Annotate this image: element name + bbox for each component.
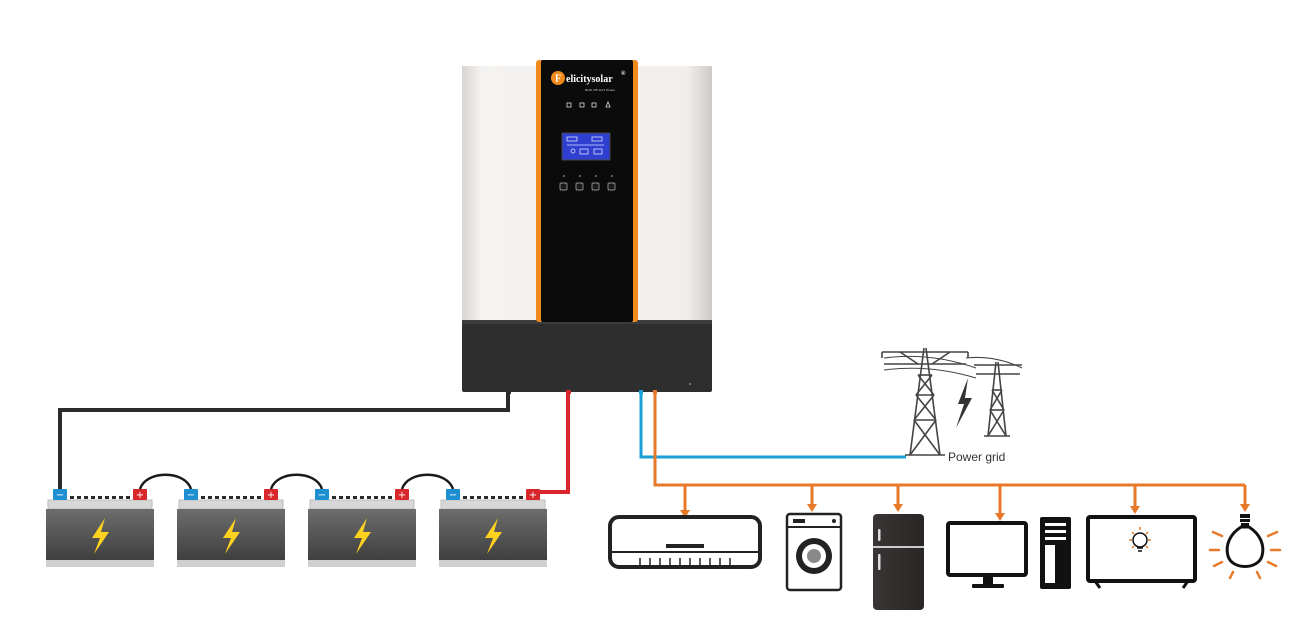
negative-terminal: [184, 489, 198, 500]
brand-name: elicitysolar: [566, 74, 613, 85]
positive-terminal: [395, 489, 409, 500]
charge-bolt-icon: [485, 518, 502, 554]
negative-symbol: −: [318, 490, 326, 501]
down-button[interactable]: [591, 182, 600, 191]
negative-symbol: −: [187, 490, 195, 501]
power-grid: Power grid: [881, 347, 1023, 464]
negative-terminal: [446, 489, 460, 500]
air-conditioner-icon: [608, 515, 762, 569]
terminal-stubs: [506, 390, 657, 394]
computer-icon: [946, 517, 1071, 589]
idea-bulb-icon: [1132, 532, 1148, 552]
loads: [608, 512, 1282, 610]
positive-terminal: [133, 489, 147, 500]
control-buttons: [559, 175, 616, 191]
negative-terminal: [315, 489, 329, 500]
positive-symbol: +: [267, 490, 275, 501]
charge-bolt-icon: [223, 518, 240, 554]
negative-symbol: −: [449, 490, 457, 501]
positive-symbol: +: [136, 490, 144, 501]
fault-indicator-icon: [605, 100, 611, 108]
lcd-display: [561, 132, 611, 161]
positive-terminal: [526, 489, 540, 500]
series-link-cable: [400, 473, 455, 490]
status-indicators: [566, 100, 611, 108]
brand-registered-mark: ®: [621, 70, 626, 77]
television-icon: [1086, 515, 1197, 589]
light-bulb-icon: [1208, 514, 1282, 580]
battery-negative-cable: [58, 392, 510, 492]
wiring: [58, 392, 1250, 521]
positive-terminal: [264, 489, 278, 500]
battery-positive-cable: [526, 392, 570, 494]
battery-1: −+: [46, 489, 154, 567]
brand-subtitle: Multi Off-Grid Power: [585, 88, 616, 92]
brand-logo: F elicitysolar ® Multi Off-Grid Power: [551, 70, 626, 92]
brand-logo-icon: [551, 71, 565, 85]
grid-input-cable: [639, 392, 906, 459]
hybrid-inverter: F elicitysolar ® Multi Off-Grid Power: [462, 60, 712, 394]
battery-4: −+: [439, 489, 547, 567]
enter-button[interactable]: [607, 182, 616, 191]
menu-button[interactable]: [559, 182, 568, 191]
charge-bolt-icon: [92, 518, 109, 554]
lightning-icon: [956, 378, 972, 428]
battery-2: −+: [177, 489, 285, 567]
battery-3: −+: [308, 489, 416, 567]
up-button[interactable]: [575, 182, 584, 191]
charge-bolt-icon: [354, 518, 371, 554]
ac-output-cable: [653, 392, 1245, 487]
series-link-cable: [138, 473, 193, 490]
ac-output-branches: [683, 485, 1247, 515]
transmission-tower-icon: [881, 347, 1023, 456]
positive-symbol: +: [398, 490, 406, 501]
negative-terminal: [53, 489, 67, 500]
ac-output-arrowheads: [680, 504, 1250, 521]
load-indicator-icon: [591, 102, 597, 108]
negative-symbol: −: [56, 490, 64, 501]
front-panel: [541, 60, 633, 322]
washing-machine-icon: [785, 512, 843, 592]
brand-initial: F: [555, 74, 561, 85]
battery-bank: −+−+−+−+: [46, 473, 547, 567]
grid-label: Power grid: [948, 450, 1005, 464]
positive-symbol: +: [529, 490, 537, 501]
ac-indicator-icon: [566, 102, 572, 108]
refrigerator-icon: [873, 514, 924, 610]
series-link-cable: [269, 473, 324, 490]
battery-indicator-icon: [579, 102, 585, 108]
